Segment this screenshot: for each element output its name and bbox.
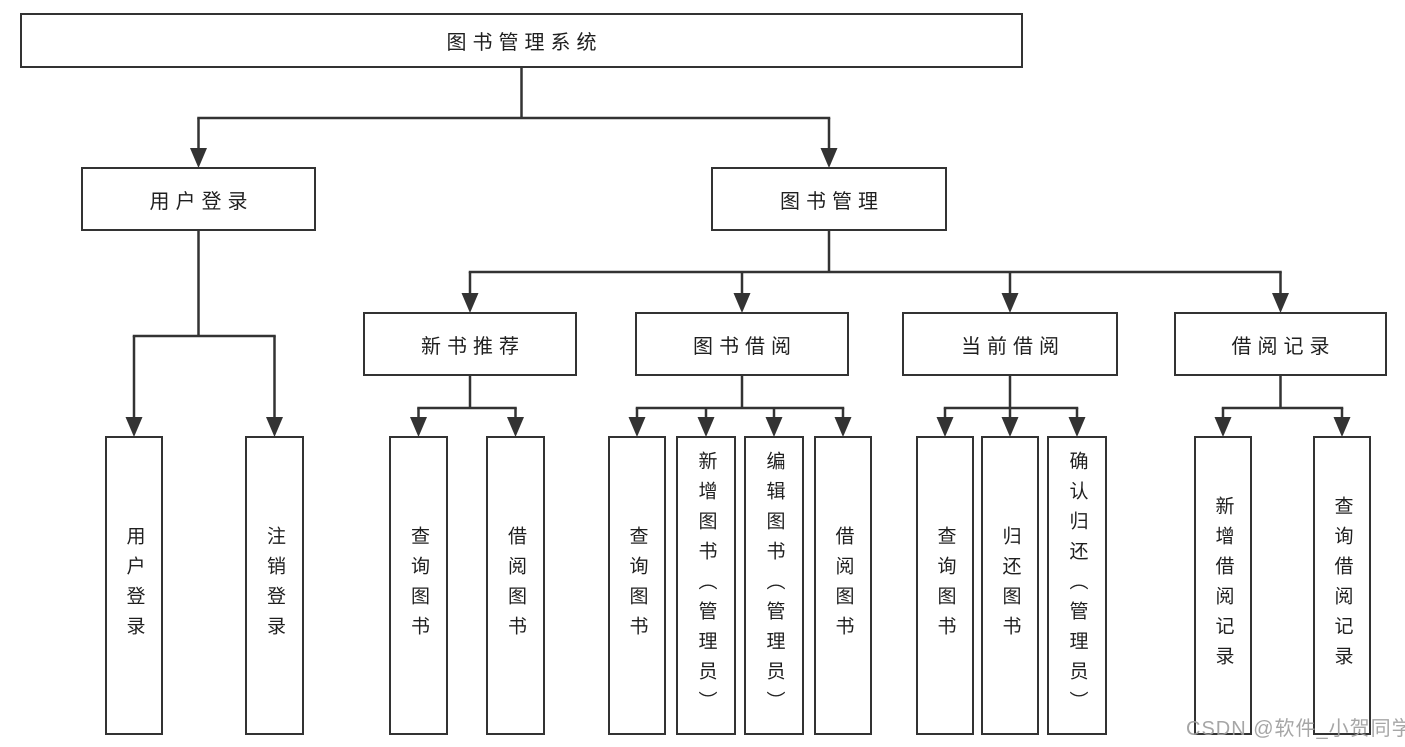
node-logout: 注销登录 bbox=[245, 436, 304, 735]
node-new-book-rec: 新书推荐 bbox=[363, 312, 577, 376]
arrowhead-icon bbox=[507, 417, 524, 437]
node-cb-confirm: 确认归还（管理员） bbox=[1047, 436, 1107, 735]
arrowhead-icon bbox=[1333, 417, 1351, 437]
node-cb-query-book: 查询图书 bbox=[916, 436, 974, 735]
node-current-borrow: 当前借阅 bbox=[902, 312, 1118, 376]
node-cb-return-book: 归还图书 bbox=[981, 436, 1039, 735]
node-bb-edit-book: 编辑图书（管理员） bbox=[744, 436, 804, 735]
arrowhead-icon bbox=[410, 417, 427, 437]
arrowhead-icon bbox=[820, 148, 838, 168]
arrowhead-icon bbox=[125, 417, 143, 437]
node-bb-query-book: 查询图书 bbox=[608, 436, 666, 735]
arrowhead-icon bbox=[461, 293, 479, 313]
node-login: 用户登录 bbox=[105, 436, 163, 735]
arrowhead-icon bbox=[1214, 417, 1232, 437]
node-br-query-record: 查询借阅记录 bbox=[1313, 436, 1371, 735]
node-book-borrow: 图书借阅 bbox=[635, 312, 849, 376]
arrowhead-icon bbox=[1068, 417, 1086, 437]
node-rec-query-book: 查询图书 bbox=[389, 436, 448, 735]
node-root: 图书管理系统 bbox=[20, 13, 1023, 68]
arrowhead-icon bbox=[1001, 417, 1019, 437]
node-book-mgmt: 图书管理 bbox=[711, 167, 947, 231]
arrowhead-icon bbox=[765, 417, 783, 437]
node-bb-borrow-book: 借阅图书 bbox=[814, 436, 872, 735]
arrowhead-icon bbox=[628, 417, 646, 437]
arrowhead-icon bbox=[190, 148, 207, 168]
arrowhead-icon bbox=[697, 417, 715, 437]
node-rec-borrow-book: 借阅图书 bbox=[486, 436, 545, 735]
arrowhead-icon bbox=[834, 417, 852, 437]
node-user-login: 用户登录 bbox=[81, 167, 316, 231]
node-bb-add-book: 新增图书（管理员） bbox=[676, 436, 736, 735]
arrowhead-icon bbox=[1272, 293, 1289, 313]
arrowhead-icon bbox=[1001, 293, 1019, 313]
watermark: CSDN @软件_小贺同学 bbox=[1186, 718, 1405, 740]
arrowhead-icon bbox=[936, 417, 954, 437]
arrowhead-icon bbox=[266, 417, 283, 437]
arrowhead-icon bbox=[733, 293, 751, 313]
node-br-add-record: 新增借阅记录 bbox=[1194, 436, 1252, 735]
node-borrow-records: 借阅记录 bbox=[1174, 312, 1387, 376]
